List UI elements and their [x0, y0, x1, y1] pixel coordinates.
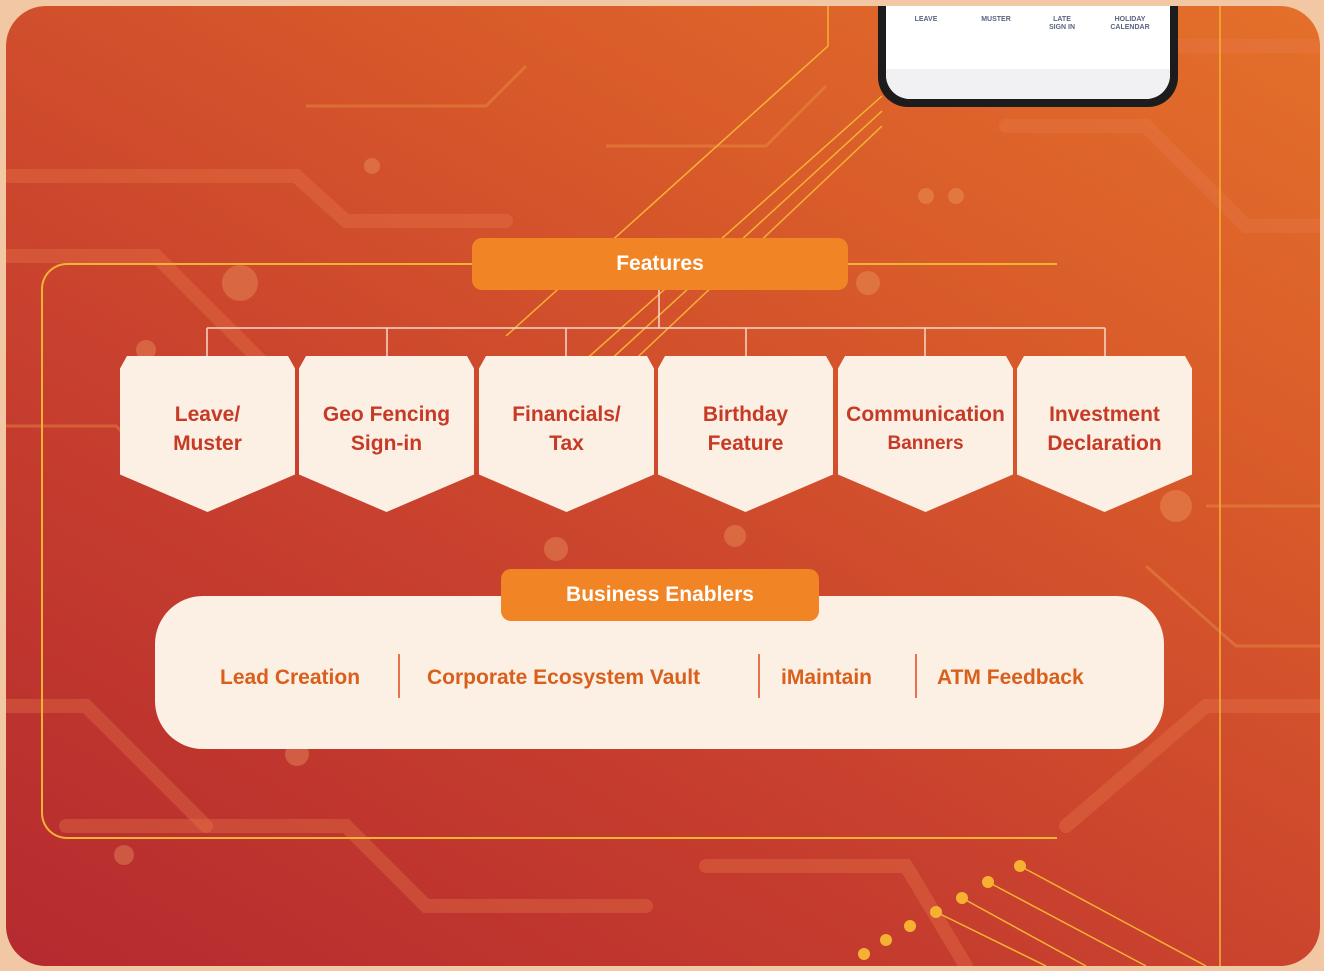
feature-card-communication-banners: Communication Banners [838, 356, 1013, 512]
phone-leave-label: LEAVE [914, 16, 938, 23]
business-enablers-header: Business Enablers [501, 569, 819, 621]
feature-card-line1: Birthday [702, 403, 789, 426]
enabler-imaintain: iMaintain [781, 666, 873, 689]
features-header: Features [472, 238, 848, 290]
enabler-divider [915, 654, 917, 698]
feature-card-line1: Leave/ [174, 403, 241, 426]
business-enablers-box [155, 596, 1164, 749]
phone-muster-label: MUSTER [981, 16, 1011, 23]
feature-card-geo-fencing: Geo Fencing Sign-in [299, 356, 474, 512]
enabler-lead-creation: Lead Creation [220, 666, 361, 689]
feature-card-line2: Muster [173, 432, 242, 455]
feature-card-financials-tax: Financials/ Tax [479, 356, 654, 512]
feature-card-line1: Investment [1049, 403, 1160, 426]
enabler-divider [758, 654, 760, 698]
phone-late-signin-label: LATE SIGN IN [1048, 16, 1076, 31]
feature-card-line1: Financials/ [512, 403, 621, 426]
feature-card-line2: Banners [887, 433, 964, 454]
feature-card-investment-declaration: Investment Declaration [1017, 356, 1192, 512]
enabler-atm-feedback: ATM Feedback [937, 666, 1084, 689]
enabler-corporate-ecosystem-vault: Corporate Ecosystem Vault [427, 666, 701, 689]
feature-card-birthday: Birthday Feature [658, 356, 833, 512]
feature-card-line2: Declaration [1047, 432, 1162, 455]
feature-card-line1: Communication [846, 403, 1005, 426]
phone-bottom-bar [886, 69, 1170, 99]
feature-card-line2: Tax [549, 432, 584, 455]
feature-card-line2: Feature [707, 432, 784, 455]
phone-screen: LEAVE MUSTER LATE SIGN IN HOLIDAY CALEND… [886, 6, 1170, 99]
feature-card-line1: Geo Fencing [322, 403, 451, 426]
phone-mockup: LEAVE MUSTER LATE SIGN IN HOLIDAY CALEND… [878, 6, 1178, 107]
feature-card-leave-muster: Leave/ Muster [120, 356, 295, 512]
feature-card-line2: Sign-in [350, 432, 423, 455]
enabler-divider [398, 654, 400, 698]
phone-holiday-calendar-label: HOLIDAY CALENDAR [1110, 16, 1150, 31]
